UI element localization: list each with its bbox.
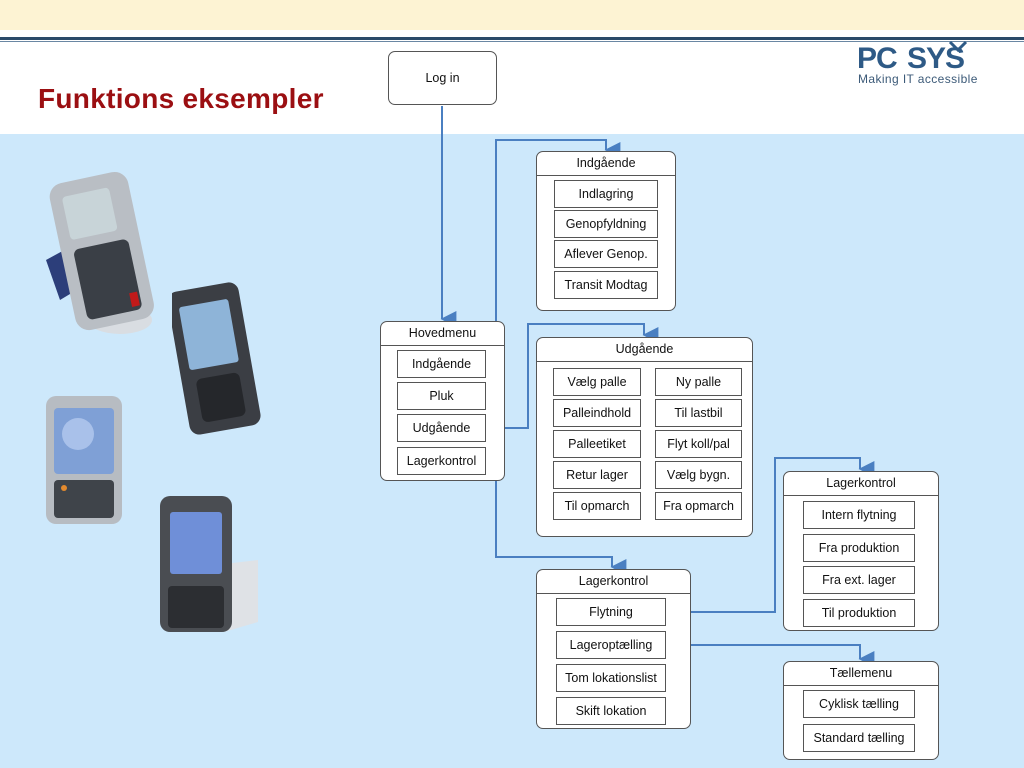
udgaaende-item-fra-opmarch[interactable]: Fra opmarch — [655, 492, 742, 520]
pda-device-image — [172, 282, 261, 435]
udgaaende-title: Udgående — [537, 338, 752, 362]
hovedmenu-item-pluk[interactable]: Pluk — [397, 382, 486, 410]
lagerkontrol-title: Lagerkontrol — [537, 570, 690, 594]
lagerkontrol-flyt-title: Lagerkontrol — [784, 472, 938, 496]
taellemenu-panel: Tællemenu Cyklisk tælling Standard tælli… — [783, 661, 939, 760]
indgaaende-item-aflever-genop[interactable]: Aflever Genop. — [554, 240, 658, 268]
indgaaende-panel: Indgående Indlagring Genopfyldning Aflev… — [536, 151, 676, 311]
udgaaende-item-palleindhold[interactable]: Palleindhold — [553, 399, 641, 427]
indgaaende-title: Indgående — [537, 152, 675, 176]
taellemenu-item-standard[interactable]: Standard tælling — [803, 724, 915, 752]
header-rule — [0, 37, 1024, 40]
taellemenu-title: Tællemenu — [784, 662, 938, 686]
login-box[interactable]: Log in — [388, 51, 497, 105]
indgaaende-item-indlagring[interactable]: Indlagring — [554, 180, 658, 208]
hovedmenu-item-udgaaende[interactable]: Udgående — [397, 414, 486, 442]
logo-tagline: Making IT accessible — [858, 72, 978, 86]
cn2-device-image — [46, 396, 122, 524]
udgaaende-item-palleetiket[interactable]: Palleetiket — [553, 430, 641, 458]
hovedmenu-title: Hovedmenu — [381, 322, 504, 346]
taellemenu-item-cyklisk[interactable]: Cyklisk tælling — [803, 690, 915, 718]
indgaaende-item-genopfyldning[interactable]: Genopfyldning — [554, 210, 658, 238]
pcsys-logo: PC SYS — [857, 40, 968, 75]
svg-text:PC: PC — [857, 42, 897, 75]
lagerkontrol-panel: Lagerkontrol Flytning Lageroptælling Tom… — [536, 569, 691, 729]
indgaaende-item-transit-modtag[interactable]: Transit Modtag — [554, 271, 658, 299]
udgaaende-item-ny-palle[interactable]: Ny palle — [655, 368, 742, 396]
slide-title: Funktions eksempler — [38, 83, 324, 114]
top-band — [0, 0, 1024, 30]
udgaaende-item-vaelg-bygn[interactable]: Vælg bygn. — [655, 461, 742, 489]
lagerkontrol-item-lageroptaelling[interactable]: Lageroptælling — [556, 631, 666, 659]
udgaaende-item-retur-lager[interactable]: Retur lager — [553, 461, 641, 489]
flyt-item-intern-flytning[interactable]: Intern flytning — [803, 501, 915, 529]
lagerkontrol-item-skift-lokation[interactable]: Skift lokation — [556, 697, 666, 725]
hovedmenu-panel: Hovedmenu Indgående Pluk Udgående Lagerk… — [380, 321, 505, 481]
handheld-scanner-image — [46, 171, 154, 334]
header-rule-thin — [0, 41, 1024, 42]
lagerkontrol-flyt-panel: Lagerkontrol Intern flytning Fra produkt… — [783, 471, 939, 631]
udgaaende-item-flyt-koll-pal[interactable]: Flyt koll/pal — [655, 430, 742, 458]
lagerkontrol-item-flytning[interactable]: Flytning — [556, 598, 666, 626]
flyt-item-til-produktion[interactable]: Til produktion — [803, 599, 915, 627]
udgaaende-item-til-opmarch[interactable]: Til opmarch — [553, 492, 641, 520]
mobile-computer-image — [160, 496, 258, 632]
udgaaende-panel: Udgående Vælg palle Palleindhold Palleet… — [536, 337, 753, 537]
flyt-item-fra-ext-lager[interactable]: Fra ext. lager — [803, 566, 915, 594]
udgaaende-item-til-lastbil[interactable]: Til lastbil — [655, 399, 742, 427]
hovedmenu-item-indgaaende[interactable]: Indgående — [397, 350, 486, 378]
hovedmenu-item-lagerkontrol[interactable]: Lagerkontrol — [397, 447, 486, 475]
login-label: Log in — [425, 71, 460, 85]
flyt-item-fra-produktion[interactable]: Fra produktion — [803, 534, 915, 562]
lagerkontrol-item-tom-lokationslist[interactable]: Tom lokationslist — [556, 664, 666, 692]
header-area — [0, 30, 1024, 134]
udgaaende-item-vaelg-palle[interactable]: Vælg palle — [553, 368, 641, 396]
